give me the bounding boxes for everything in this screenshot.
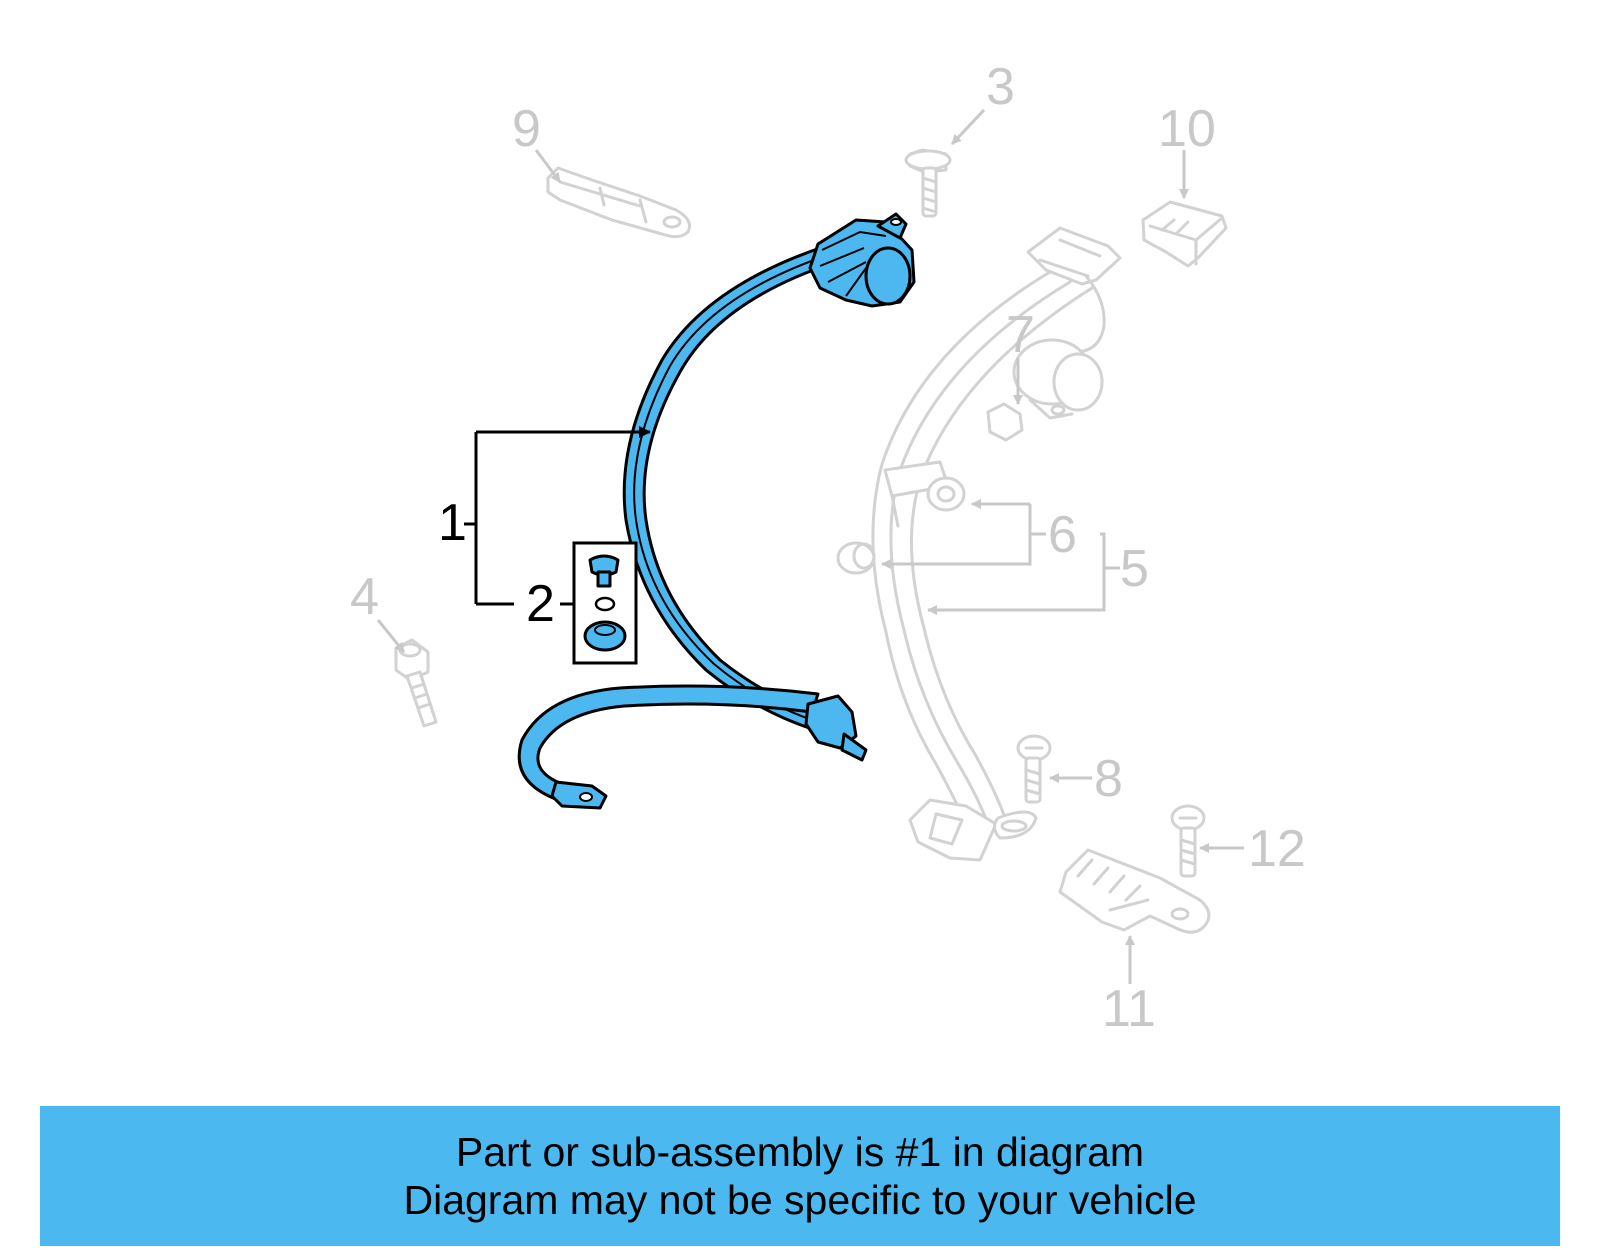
part-4-bolt <box>394 638 438 728</box>
part-2-grommet-kit <box>572 541 638 665</box>
callout-5: 5 <box>1120 540 1149 598</box>
ghost-belt-assembly <box>836 226 1122 862</box>
banner-line-2: Diagram may not be specific to your vehi… <box>403 1177 1197 1223</box>
callout-4: 4 <box>350 568 379 626</box>
callout-6: 6 <box>1048 506 1077 564</box>
part-12-bolt <box>1170 804 1206 878</box>
callout-3: 3 <box>986 58 1015 116</box>
callout-1: 1 <box>438 494 467 552</box>
part-10-clip <box>1141 200 1228 268</box>
callout-12: 12 <box>1248 820 1306 878</box>
callout-9: 9 <box>512 100 541 158</box>
callout-2: 2 <box>526 575 555 633</box>
info-banner: Part or sub-assembly is #1 in diagram Di… <box>40 1106 1560 1246</box>
part-1-seat-belt <box>517 212 916 810</box>
callout-8: 8 <box>1094 750 1123 808</box>
part-8-bolt <box>1016 734 1052 804</box>
callout-10: 10 <box>1158 100 1216 158</box>
callout-11: 11 <box>1102 980 1156 1038</box>
part-3-bolt <box>904 148 952 218</box>
part-9-bracket <box>546 166 691 239</box>
leaders <box>376 108 1244 984</box>
banner-line-1: Part or sub-assembly is #1 in diagram <box>455 1129 1145 1175</box>
parts-diagram: 1 2 3 4 5 6 7 8 9 10 11 12 <box>350 58 1306 1038</box>
callout-7: 7 <box>1006 306 1035 364</box>
part-11-anchor <box>1058 848 1211 934</box>
